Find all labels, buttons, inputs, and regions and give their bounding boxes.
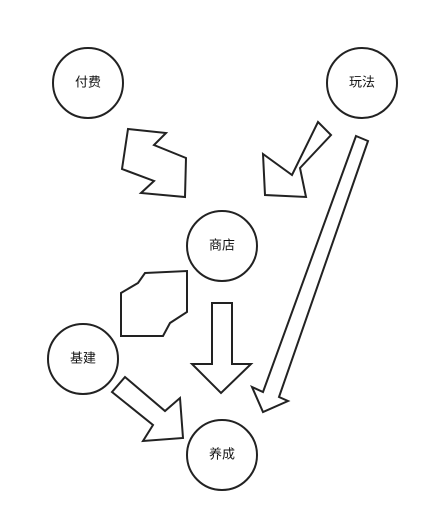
arrow-base-cultivation [110, 375, 185, 443]
arrow-shop-base-double [120, 269, 188, 337]
arrow-gameplay-cultivation [250, 134, 370, 414]
node-label-cultivation: 养成 [209, 447, 235, 463]
node-label-gameplay: 玩法 [349, 76, 375, 91]
node-gameplay [326, 47, 398, 119]
arrow-gameplay-shop [261, 120, 333, 199]
node-shop [186, 210, 258, 282]
node-label-base: 基建 [70, 352, 96, 367]
node-label-shop: 商店 [209, 239, 235, 254]
arrow-shop-cultivation [189, 302, 254, 395]
node-cultivation [186, 419, 258, 491]
arrow-payment-shop-double [120, 127, 188, 199]
node-label-payment: 付费 [75, 76, 101, 91]
node-base [47, 323, 119, 395]
node-payment [52, 47, 124, 119]
